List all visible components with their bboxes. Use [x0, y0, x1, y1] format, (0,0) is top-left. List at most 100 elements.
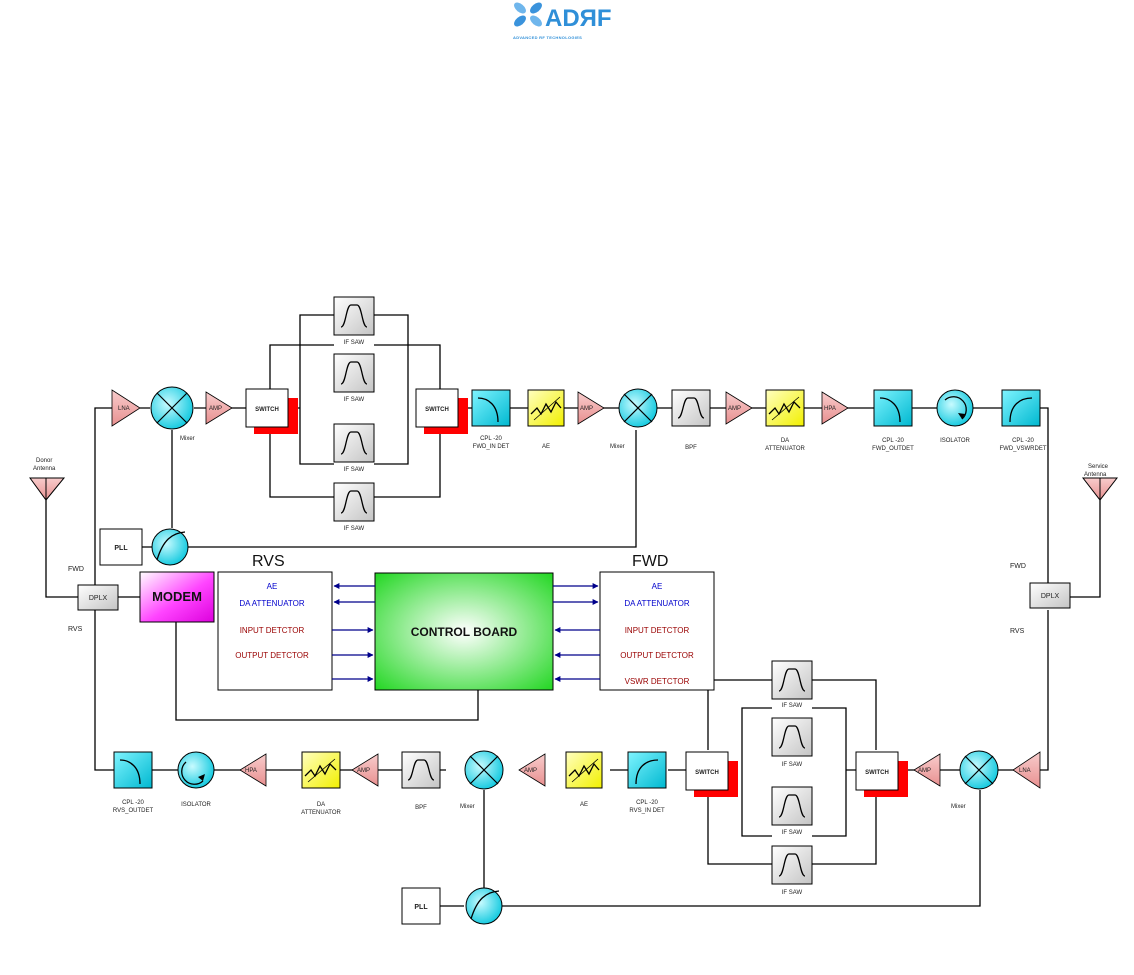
svg-text:CPL -20: CPL -20 — [122, 800, 144, 806]
rvs-switch-1: SWITCH — [855, 751, 908, 797]
fwd-isolator-icon: ISOLATOR — [936, 389, 974, 444]
rvs-splitter-icon — [465, 887, 503, 925]
rvs-panel-title: RVS — [252, 553, 285, 570]
svg-text:FWD_VSWRDET: FWD_VSWRDET — [1000, 446, 1047, 452]
svg-text:CPL -20: CPL -20 — [636, 800, 658, 806]
svg-text:IF SAW: IF SAW — [344, 340, 365, 346]
rvs-item-output-detector: OUTPUT DETCTOR — [235, 651, 309, 660]
svg-text:AMP: AMP — [357, 768, 370, 774]
fwd-switch-2: SWITCH — [415, 388, 468, 434]
svg-text:SWITCH: SWITCH — [425, 407, 449, 413]
fwd-item-da-attenuator: DA ATTENUATOR — [624, 599, 690, 608]
wires — [45, 314, 1101, 907]
fwd-amp-3-icon: AMP — [725, 391, 753, 425]
svg-text:Mixer: Mixer — [460, 804, 475, 810]
fwd-item-input-detector: INPUT DETCTOR — [625, 626, 690, 635]
dplx-service: DPLX — [1029, 582, 1071, 609]
fwd-switch-1: SWITCH — [245, 388, 298, 434]
fwd-item-output-detector: OUTPUT DETCTOR — [620, 651, 694, 660]
svg-text:SWITCH: SWITCH — [865, 770, 889, 776]
rvs-pll: PLL — [401, 887, 441, 925]
fwd-pll: PLL — [99, 528, 143, 566]
svg-text:MODEM: MODEM — [152, 589, 202, 604]
svg-text:PLL: PLL — [414, 904, 428, 911]
fwd-if-saw-1: IF SAW — [333, 296, 375, 346]
modem-box: MODEM — [139, 571, 215, 623]
svg-text:Antenna: Antenna — [1084, 472, 1107, 478]
rvs-item-ae: AE — [267, 582, 278, 591]
svg-text:RVS_IN DET: RVS_IN DET — [629, 808, 665, 814]
svg-text:IF SAW: IF SAW — [782, 762, 803, 768]
fwd-lna-icon: LNA — [111, 389, 141, 427]
fwd-ae: AE — [527, 389, 565, 450]
svg-text:AMP: AMP — [918, 768, 931, 774]
fwd-da-attenuator: DA ATTENUATOR — [765, 389, 805, 452]
svg-text:Mixer: Mixer — [180, 436, 195, 442]
donor-antenna: Donor Antenna — [29, 458, 66, 501]
svg-text:ATTENUATOR: ATTENUATOR — [765, 446, 805, 452]
rvs-label-service: RVS — [1010, 628, 1025, 635]
rvs-da-attenuator: DA ATTENUATOR — [301, 751, 341, 816]
svg-text:LNA: LNA — [118, 406, 130, 412]
svg-text:DA: DA — [781, 438, 789, 444]
svg-text:ISOLATOR: ISOLATOR — [940, 438, 970, 444]
svg-text:AMP: AMP — [728, 406, 741, 412]
control-arrows — [332, 583, 600, 682]
svg-text:DPLX: DPLX — [89, 595, 108, 602]
svg-text:CPL -20: CPL -20 — [882, 438, 904, 444]
svg-text:Mixer: Mixer — [610, 444, 625, 450]
logo-mark-icon — [514, 2, 542, 27]
rvs-item-input-detector: INPUT DETCTOR — [240, 626, 305, 635]
svg-text:CPL -20: CPL -20 — [480, 436, 502, 442]
rvs-bpf: BPF — [401, 751, 441, 811]
svg-text:RVS_OUTDET: RVS_OUTDET — [113, 808, 154, 814]
svg-text:PLL: PLL — [114, 545, 128, 552]
fwd-label-donor: FWD — [68, 566, 84, 573]
svg-text:IF SAW: IF SAW — [344, 526, 365, 532]
svg-text:AE: AE — [542, 444, 550, 450]
rvs-lna-icon: LNA — [1012, 751, 1041, 789]
rvs-mixer-icon: Mixer — [951, 750, 999, 810]
svg-text:Donor: Donor — [36, 458, 52, 464]
rvs-mixer-2-icon: Mixer — [460, 750, 504, 810]
svg-text:IF SAW: IF SAW — [782, 890, 803, 896]
rvs-cpl-in-det: CPL -20 RVS_IN DET — [627, 751, 667, 814]
fwd-amp-1-icon: AMP — [205, 391, 233, 425]
svg-text:AMP: AMP — [580, 406, 593, 412]
fwd-control-panel: AE DA ATTENUATOR INPUT DETCTOR OUTPUT DE… — [599, 571, 715, 691]
rvs-hpa-icon: HPA — [239, 753, 267, 787]
svg-text:AMP: AMP — [524, 768, 537, 774]
rvs-control-panel: AE DA ATTENUATOR INPUT DETCTOR OUTPUT DE… — [217, 571, 333, 691]
svg-text:IF SAW: IF SAW — [782, 830, 803, 836]
rvs-amp-3-icon: AMP — [351, 753, 379, 787]
svg-text:LNA: LNA — [1019, 768, 1031, 774]
svg-text:DPLX: DPLX — [1041, 593, 1060, 600]
logo-text: ADЯF — [545, 5, 612, 32]
svg-text:BPF: BPF — [685, 445, 697, 451]
svg-text:ATTENUATOR: ATTENUATOR — [301, 810, 341, 816]
dplx-donor: DPLX — [77, 584, 119, 611]
fwd-panel-title: FWD — [632, 553, 668, 570]
svg-text:IF SAW: IF SAW — [344, 467, 365, 473]
svg-text:HPA: HPA — [245, 768, 257, 774]
svg-text:CPL -20: CPL -20 — [1012, 438, 1034, 444]
svg-text:Service: Service — [1088, 464, 1109, 470]
fwd-label-service: FWD — [1010, 563, 1026, 570]
rvs-item-da-attenuator: DA ATTENUATOR — [239, 599, 305, 608]
rvs-if-saw-1: IF SAW — [771, 660, 813, 709]
logo-tagline: ADVANCED RF TECHNOLOGIES — [513, 35, 582, 40]
svg-text:IF SAW: IF SAW — [344, 397, 365, 403]
svg-text:DA: DA — [317, 802, 325, 808]
fwd-mixer-2-icon: Mixer — [610, 388, 658, 450]
fwd-mixer-icon: Mixer — [150, 386, 195, 442]
control-board: CONTROL BOARD — [374, 572, 554, 691]
svg-text:CONTROL BOARD: CONTROL BOARD — [411, 625, 518, 639]
svg-text:AE: AE — [580, 802, 588, 808]
fwd-if-saw-3: IF SAW — [333, 423, 375, 473]
rvs-switch-2: SWITCH — [685, 751, 738, 797]
svg-text:SWITCH: SWITCH — [255, 407, 279, 413]
rvs-isolator-icon: ISOLATOR — [177, 751, 215, 808]
fwd-bpf: BPF — [671, 389, 711, 451]
fwd-if-saw-2: IF SAW — [333, 353, 375, 403]
